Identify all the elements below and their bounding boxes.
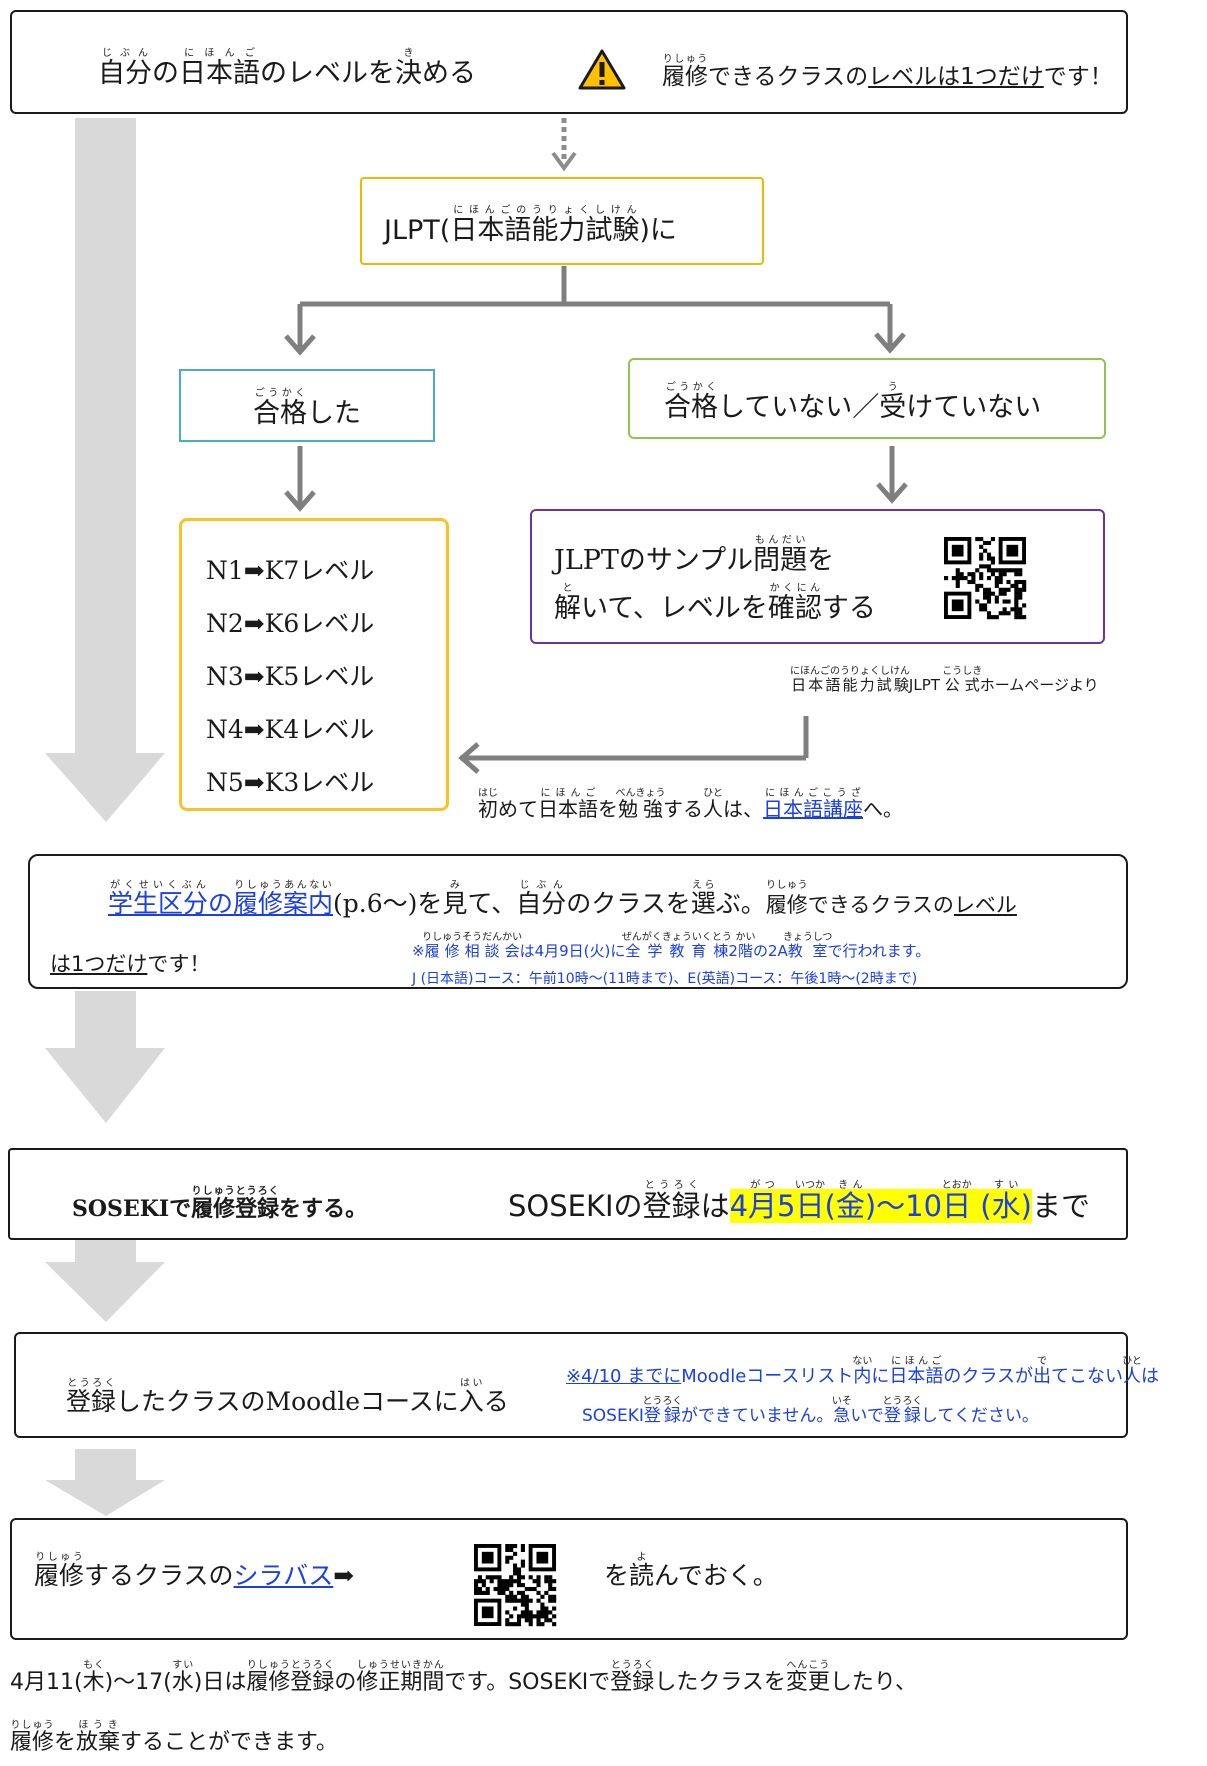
qr-code-sample[interactable] [944, 537, 1027, 620]
course-guide-link[interactable]: 学生区分がくせいくぶんの履修案内りしゅうあんない [108, 880, 334, 918]
step2-box: 学生区分がくせいくぶんの履修案内りしゅうあんない(p.6～)を見みて、自分じぶん… [28, 854, 1128, 989]
step3-box: SOSEKIで履修登録りしゅうとうろくをする。 SOSEKIの登録とうろくは4月… [8, 1148, 1128, 1240]
sample-line2: 解といて、レベルを確認かくにんする [554, 583, 876, 624]
step3-right: SOSEKIの登録とうろくは4月がつ5日いつか(金きん)～10日とおか (水すい… [508, 1180, 1090, 1223]
jlpt-text: JLPT(日本語能力試験にほんごのうりょくしけん)に [384, 205, 677, 246]
step4-note2: SOSEKI登録とうろくができていません。急いそいで登録とうろくしてください。 [582, 1396, 1039, 1426]
jlpt-source-text: 日本語能力試験にほんごのうりょくしけんJLPT 公式こうしきホームページより [790, 666, 1099, 694]
syllabus-link[interactable]: シラバス [233, 1561, 334, 1590]
level-item-5: N5➡K3レベル [206, 768, 375, 797]
branch-connector [284, 266, 908, 774]
step1-box: 自分じぶんの日本語にほんごのレベルを決きめる 履修りしゅうできるクラスのレベルは… [10, 10, 1128, 114]
big-down-arrow-2 [45, 991, 165, 1123]
step5-box: 履修りしゅうするクラスのシラバス➡ を読よんでおく。 [10, 1518, 1128, 1640]
levels-box: N1➡K7レベル N2➡K6レベル N3➡K5レベル N4➡K4レベル N5➡K… [179, 518, 449, 811]
step2-line1: 学生区分がくせいくぶんの履修案内りしゅうあんない(p.6～)を見みて、自分じぶん… [108, 880, 1017, 918]
japanese-course-link[interactable]: 日本語講座にほんごこうざ [763, 788, 863, 821]
level-item-2: N2➡K6レベル [206, 609, 375, 638]
step2-line2: は1つだけです！ [50, 952, 211, 976]
jlpt-box: JLPT(日本語能力試験にほんごのうりょくしけん)に [360, 177, 764, 265]
step4-box: 登録とうろくしたクラスのMoodleコースに入はいる ※4/10 までにMood… [14, 1332, 1159, 1438]
passed-box: 合格ごうかくした [179, 369, 435, 442]
warning-triangle-icon [578, 49, 626, 90]
qr-code-syllabus[interactable] [474, 1544, 557, 1627]
step1-left-text: 自分じぶんの日本語にほんごのレベルを決きめる [98, 48, 476, 89]
footer-line1: 4月11(木もく)～17(水すい)日は履修登録りしゅうとうろくの修正期間しゅうせ… [10, 1660, 918, 1695]
step3-left: SOSEKIで履修登録りしゅうとうろくをする。 [72, 1186, 368, 1222]
step1-right-text: 履修りしゅうできるクラスのレベルは1つだけです！ [662, 54, 1113, 90]
big-down-arrow-1 [45, 118, 165, 822]
step4-text: 登録とうろくしたクラスのMoodleコースに入はいる [66, 1378, 509, 1416]
big-down-arrow-3 [45, 1217, 165, 1322]
step2-note1: ※履修相談会りしゅうそうだんかいは4月9日(火)に全学教育棟ぜんがくきょういくと… [412, 932, 931, 960]
not-passed-box: 合格ごうかくしていない／受うけていない [628, 358, 1106, 439]
sample-line1: JLPTのサンプル問題もんだいを [554, 535, 835, 576]
level-item-3: N3➡K5レベル [206, 662, 375, 691]
passed-text: 合格ごうかくした [253, 388, 361, 429]
not-passed-text: 合格ごうかくしていない／受うけていない [664, 382, 1042, 423]
sample-box: JLPTのサンプル問題もんだいを 解といて、レベルを確認かくにんする [530, 509, 1105, 644]
step5-suffix: を読よんでおく。 [604, 1552, 778, 1590]
registration-period: 4月がつ5日いつか(金きん)～10日とおか (水すい) [729, 1180, 1032, 1223]
arrow-right-icon: ➡ [333, 1561, 355, 1590]
step5-text: 履修りしゅうするクラスのシラバス➡ [34, 1552, 355, 1590]
step4-note1: ※4/10 までにMoodleコースリスト内ないに日本語にほんごのクラスが出でて… [566, 1356, 1160, 1387]
footer-line2: 履修りしゅうを放棄ほうきすることができます。 [10, 1720, 338, 1755]
level-item-4: N4➡K4レベル [206, 715, 375, 744]
level-item-1: N1➡K7レベル [206, 556, 375, 585]
big-down-arrow-4 [45, 1449, 165, 1516]
beginner-text: 初はじめて日本語にほんごを勉強べんきょうする人ひとは、日本語講座にほんごこうざへ… [478, 788, 903, 821]
step2-note2: J (日本語)コース：午前10時～(11時まで)、E(英語)コース：午後1時～(… [412, 971, 918, 987]
